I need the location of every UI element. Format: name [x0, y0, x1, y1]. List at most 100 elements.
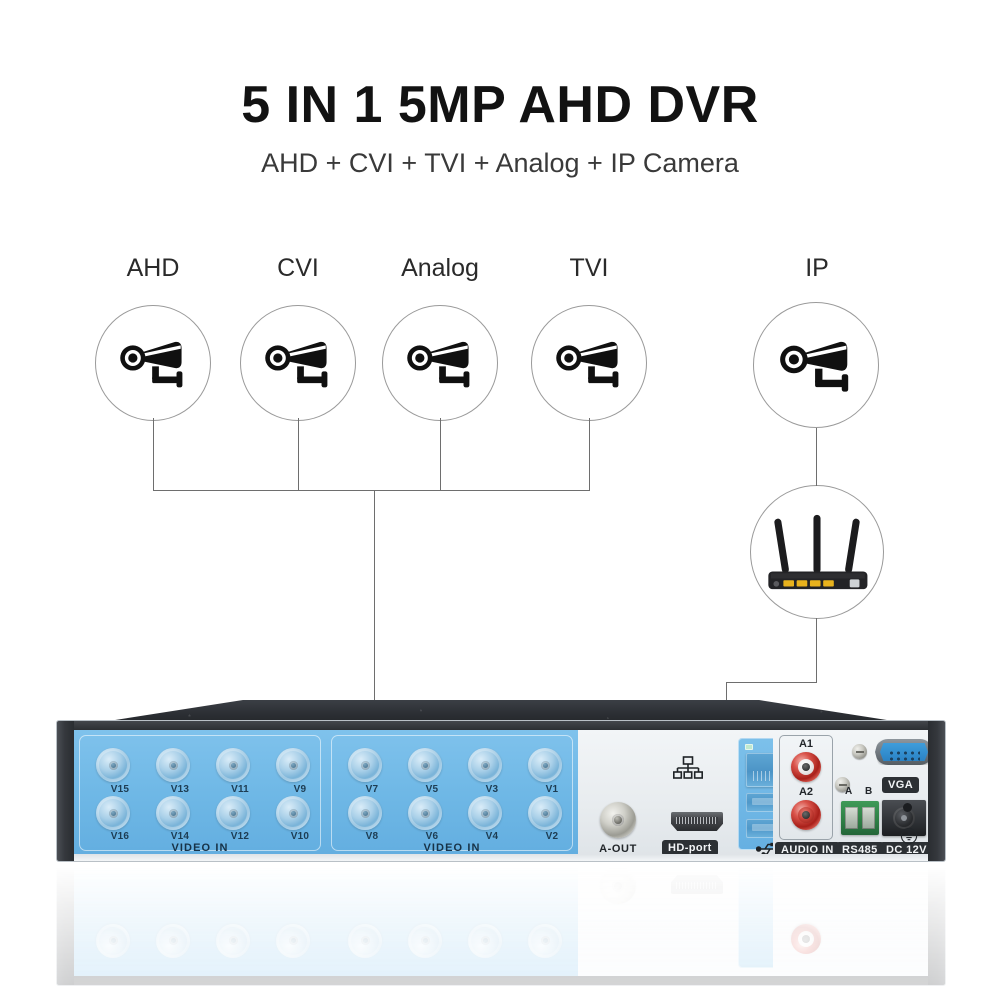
cctv-camera-icon	[547, 321, 631, 405]
bnc-port-v3[interactable]	[468, 748, 502, 782]
reflection-bnc	[468, 924, 502, 958]
video-in-label-left: VIDEO IN	[171, 842, 229, 854]
cctv-camera-icon	[398, 321, 482, 405]
reflection-bnc	[276, 924, 310, 958]
reflection-bnc	[348, 924, 382, 958]
rs485-terminal-label-a: A	[845, 786, 853, 797]
camera-label-cvi: CVI	[277, 254, 319, 282]
dvr-right-section: A1 A2 AUDIO IN A B RS485 DC 12V	[773, 730, 933, 858]
camera-node-analog[interactable]	[382, 305, 498, 421]
a-out-label: A-OUT	[599, 843, 637, 855]
vga-label: VGA	[882, 777, 920, 793]
bnc-label-v12: V12	[230, 831, 250, 842]
dvr-reflection: VIDEO IN VIDEO IN A-OUT HD-port	[56, 866, 946, 986]
bnc-label-v16: V16	[110, 831, 130, 842]
page-title: 5 IN 1 5MP AHD DVR	[241, 76, 759, 134]
cctv-camera-icon	[256, 321, 340, 405]
video-in-panel-left-border	[79, 735, 321, 851]
bnc-port-v4[interactable]	[468, 796, 502, 830]
reflection-bnc	[528, 924, 562, 958]
dvr-reflection-body: VIDEO IN VIDEO IN A-OUT HD-port	[56, 866, 946, 986]
bnc-port-v9[interactable]	[276, 748, 310, 782]
rs485-terminal-label-b: B	[865, 786, 873, 797]
dvr-device: V15 V13 V11 V9 V16 V14 V12 V10 VIDEO IN	[56, 700, 946, 862]
reflection-hdmi	[671, 875, 723, 894]
rca-jack-a2[interactable]	[791, 800, 821, 830]
bnc-port-v10[interactable]	[276, 796, 310, 830]
camera-label-analog: Analog	[401, 254, 479, 282]
bnc-port-v14[interactable]	[156, 796, 190, 830]
dvr-mid-section: A-OUT HD-port	[578, 730, 800, 856]
dvr-right-bezel	[928, 721, 945, 861]
dvr-rear-panel: V15 V13 V11 V9 V16 V14 V12 V10 VIDEO IN	[56, 720, 946, 862]
a-out-bnc-port[interactable]	[600, 802, 636, 838]
hd-port-label: HD-port	[662, 840, 718, 856]
bnc-label-v14: V14	[170, 831, 190, 842]
bnc-port-v7[interactable]	[348, 748, 382, 782]
connector-line-router-drop	[816, 618, 817, 682]
bnc-label-v1: V1	[545, 784, 559, 795]
hdmi-port[interactable]	[671, 812, 723, 831]
bnc-label-v11: V11	[231, 784, 249, 795]
vga-pins	[888, 750, 920, 761]
reflection-rca	[791, 924, 821, 954]
vga-port[interactable]	[875, 739, 933, 765]
camera-label-ip: IP	[805, 254, 829, 282]
bnc-label-v13: V13	[170, 784, 190, 795]
rs485-terminal-block[interactable]	[841, 801, 879, 835]
bnc-port-v8[interactable]	[348, 796, 382, 830]
cctv-camera-icon	[770, 319, 862, 411]
reset-hole[interactable]	[903, 803, 912, 812]
reflection-left-bezel	[57, 866, 74, 985]
bnc-port-v1[interactable]	[528, 748, 562, 782]
bnc-port-v11[interactable]	[216, 748, 250, 782]
connector-line-analog	[440, 418, 441, 490]
video-in-panel-left: V15 V13 V11 V9 V16 V14 V12 V10 VIDEO IN	[74, 730, 326, 856]
reflection-bnc	[216, 924, 250, 958]
audio-in-label-a1: A1	[798, 738, 814, 750]
rs485-slot-b	[862, 807, 875, 829]
bnc-label-v15: V15	[110, 784, 130, 795]
bnc-port-v16[interactable]	[96, 796, 130, 830]
camera-node-ahd[interactable]	[95, 305, 211, 421]
bnc-label-v5: V5	[425, 784, 439, 795]
rca-jack-a1[interactable]	[791, 752, 821, 782]
dvr-top-bezel	[57, 721, 945, 730]
reflection-panel: VIDEO IN VIDEO IN A-OUT HD-port	[56, 866, 946, 986]
connector-line-to-dvr	[374, 490, 375, 705]
video-in-panel-right: V7 V5 V3 V1 V8 V6 V4 V2 VIDEO IN	[326, 730, 578, 856]
bnc-port-v13[interactable]	[156, 748, 190, 782]
reflection-bnc	[96, 924, 130, 958]
camera-label-ahd: AHD	[126, 254, 180, 282]
connector-line-tvi	[589, 418, 590, 490]
bnc-label-v8: V8	[365, 831, 379, 842]
connector-line-ip-to-router	[816, 428, 817, 486]
rs485-slot-a	[845, 807, 858, 829]
bnc-port-v5[interactable]	[408, 748, 442, 782]
camera-node-tvi[interactable]	[531, 305, 647, 421]
camera-node-cvi[interactable]	[240, 305, 356, 421]
bnc-label-v2: V2	[545, 831, 559, 842]
router-node[interactable]	[750, 485, 884, 619]
video-in-label-right: VIDEO IN	[423, 842, 481, 854]
cctv-camera-icon	[111, 321, 195, 405]
panel-screw-left	[835, 777, 850, 792]
bnc-label-v9: V9	[293, 784, 307, 795]
dvr-left-bezel	[57, 721, 74, 861]
vga-port-inner	[880, 743, 928, 761]
bnc-port-v6[interactable]	[408, 796, 442, 830]
bnc-label-v6: V6	[425, 831, 439, 842]
reflection-right-bezel	[928, 866, 945, 985]
bnc-port-v2[interactable]	[528, 796, 562, 830]
bnc-port-v15[interactable]	[96, 748, 130, 782]
dvr-bottom-strip	[57, 854, 945, 861]
reflection-mid: A-OUT HD-port	[578, 866, 800, 976]
reflection-aout	[600, 868, 636, 904]
camera-node-ip[interactable]	[753, 302, 879, 428]
page-subtitle: AHD + CVI + TVI + Analog + IP Camera	[261, 148, 739, 178]
camera-label-tvi: TVI	[569, 254, 609, 282]
bnc-port-v12[interactable]	[216, 796, 250, 830]
rj45-led-left	[745, 744, 753, 750]
network-lan-icon	[673, 756, 704, 787]
